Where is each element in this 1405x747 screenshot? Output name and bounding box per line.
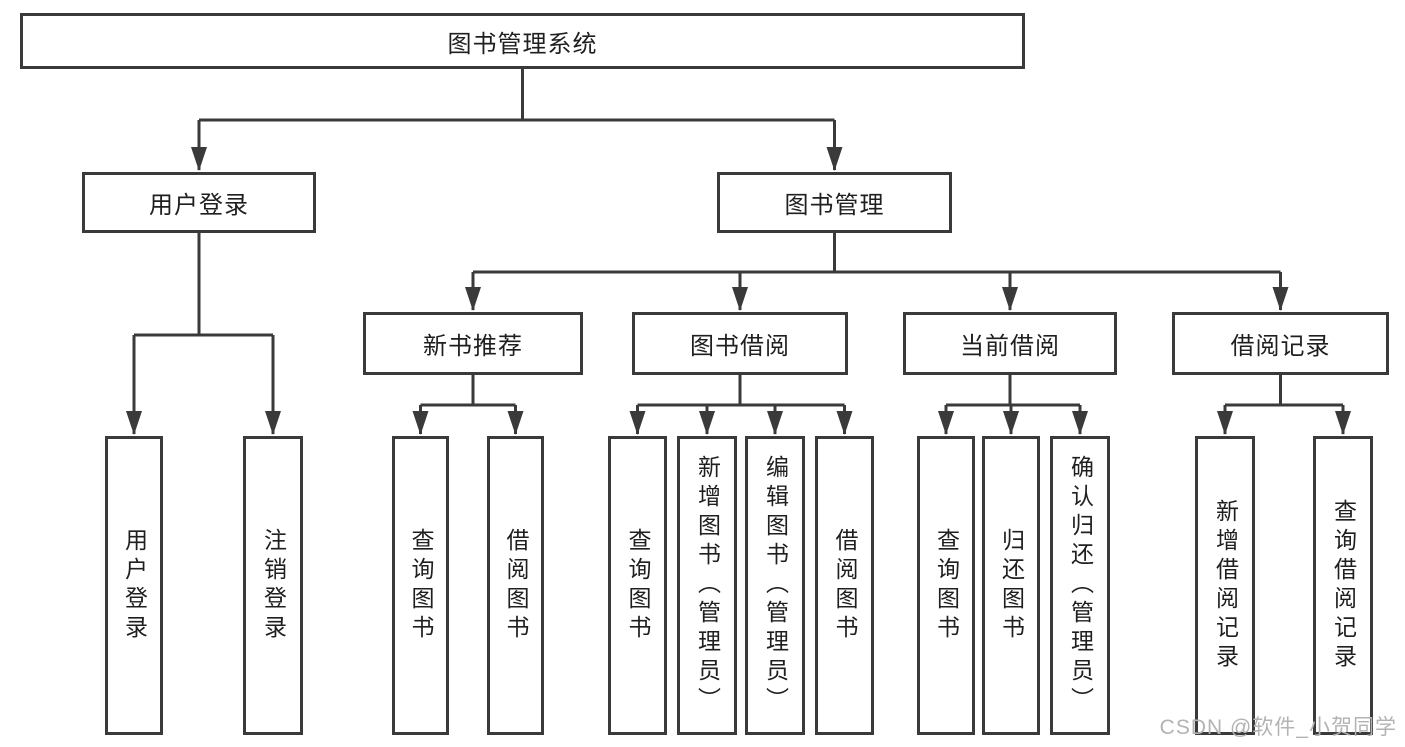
leaf-logout: 注销登录 [243,436,303,735]
connector-userlogin-bar [134,233,273,337]
node-borrow-records: 借阅记录 [1172,312,1389,375]
leaf-query-books-3: 查询图书 [917,436,975,735]
connector-root-bar [199,69,835,122]
leaf-borrow-books-2: 借阅图书 [815,436,874,735]
connector-bookborrow-bar [637,375,845,407]
leaf-query-borrow-record: 查询借阅记录 [1313,436,1373,735]
leaf-add-book-admin: 新增图书（管理员） [677,436,737,735]
leaf-user-login: 用户登录 [105,436,163,735]
connector-bookmgmt-bar [473,233,1281,274]
connector-newbook-bar [420,375,516,407]
node-user-login: 用户登录 [82,172,316,233]
leaf-add-borrow-record: 新增借阅记录 [1195,436,1255,735]
node-new-book-recommend: 新书推荐 [363,312,583,375]
leaf-edit-book-admin: 编辑图书（管理员） [745,436,805,735]
node-current-borrow: 当前借阅 [903,312,1117,375]
node-book-borrow: 图书借阅 [632,312,848,375]
node-root: 图书管理系统 [20,13,1025,69]
watermark: CSDN @软件_小贺同学 [1159,716,1397,739]
connector-records-bar [1225,375,1343,407]
leaf-query-books-2: 查询图书 [608,436,667,735]
leaf-confirm-return-admin: 确认归还（管理员） [1050,436,1110,735]
leaf-borrow-books-1: 借阅图书 [487,436,544,735]
leaf-return-book: 归还图书 [982,436,1040,735]
node-book-management: 图书管理 [717,172,952,233]
connector-currentborrow-bar [946,375,1080,407]
leaf-query-books-1: 查询图书 [392,436,449,735]
